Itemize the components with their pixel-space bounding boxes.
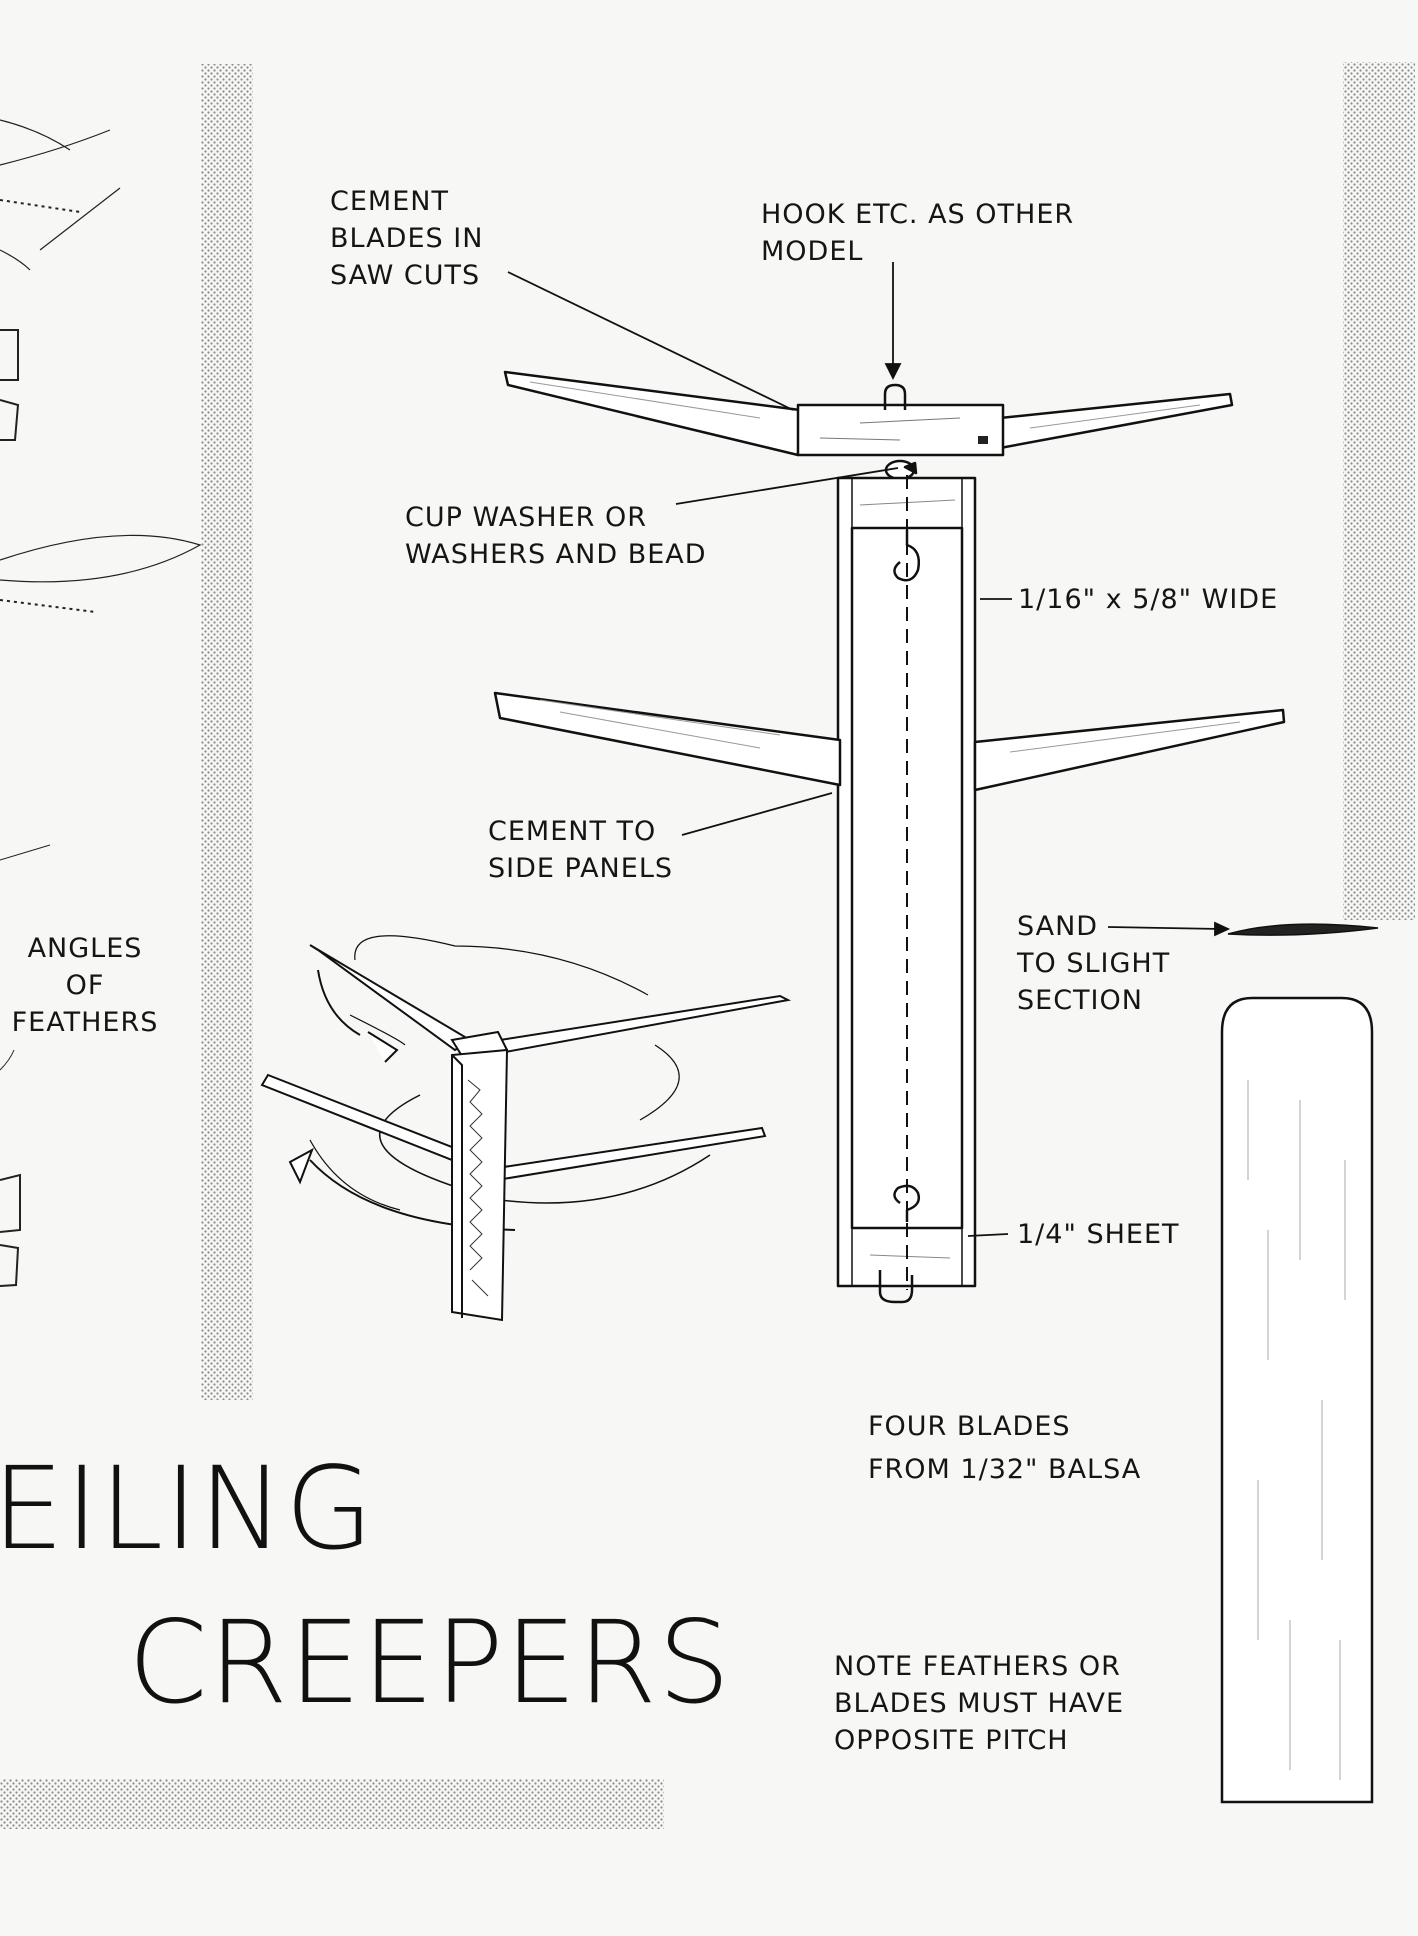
long-blade-grain (1247, 1080, 1346, 1780)
label-four-blades: FOUR BLADES FROM 1/32" BALSA (868, 1405, 1141, 1491)
label-cup-washer-line2: WASHERS AND BEAD (405, 539, 707, 570)
label-four-blades-line1: FOUR BLADES (868, 1411, 1071, 1442)
title-line1: EILING (0, 1442, 375, 1575)
label-cement-blades-line3: SAW CUTS (330, 260, 481, 291)
upper-blade-left (503, 370, 802, 457)
label-hook-line1: HOOK ETC. AS OTHER (761, 199, 1075, 230)
label-cement-blades-line2: BLADES IN (330, 223, 484, 254)
leader-sheet (967, 1233, 1009, 1237)
partial-left-drawing (0, 119, 202, 1287)
label-strip-size: 1/16" x 5/8" WIDE (1018, 581, 1278, 618)
dotted-border-left (201, 64, 253, 1400)
label-note: NOTE FEATHERS OR BLADES MUST HAVE OPPOSI… (834, 1648, 1124, 1759)
title-line2: CREEPERS (128, 1596, 732, 1729)
bottom-s-hook (893, 1184, 921, 1222)
label-hook: HOOK ETC. AS OTHER MODEL (761, 196, 1074, 270)
lower-blade-right (973, 708, 1286, 792)
label-sand: SAND TO SLIGHT SECTION (1017, 908, 1170, 1019)
label-hook-line2: MODEL (761, 236, 864, 267)
upper-blade-right (998, 392, 1234, 450)
label-sheet: 1/4" SHEET (1017, 1216, 1180, 1253)
lower-blade-left (493, 691, 842, 787)
label-angles-line3: FEATHERS (11, 1007, 159, 1038)
label-cement-blades: CEMENT BLADES IN SAW CUTS (330, 183, 483, 294)
leader-cup-washer (675, 467, 899, 505)
leader-lines (507, 262, 1231, 1237)
blade-section (1227, 923, 1379, 936)
feather-sketch (260, 935, 792, 1322)
label-angles-line2: OF (65, 970, 105, 1001)
rotor-assembly (493, 370, 1286, 1304)
label-cement-side: CEMENT TO SIDE PANELS (488, 813, 673, 887)
label-cement-side-line2: SIDE PANELS (488, 853, 673, 884)
label-angles: ANGLES OF FEATHERS (5, 930, 165, 1041)
label-cup-washer-line1: CUP WASHER OR (405, 502, 648, 533)
label-sand-line2: TO SLIGHT (1017, 948, 1171, 979)
dotted-border-bottom (0, 1779, 664, 1829)
dotted-border-right (1343, 62, 1415, 920)
leader-cement-side (681, 792, 833, 836)
label-cup-washer: CUP WASHER OR WASHERS AND BEAD (405, 499, 707, 573)
leader-cement-blades (507, 271, 794, 411)
long-blade (1220, 996, 1374, 1804)
label-cement-blades-line1: CEMENT (330, 186, 449, 217)
label-angles-line1: ANGLES (27, 933, 143, 964)
label-note-line3: OPPOSITE PITCH (834, 1725, 1069, 1756)
label-sheet-text: 1/4" SHEET (1017, 1219, 1180, 1250)
hub-block (796, 403, 1005, 457)
leader-sand (1107, 926, 1223, 930)
label-note-line2: BLADES MUST HAVE (834, 1688, 1125, 1719)
top-s-hook (893, 530, 921, 582)
label-sand-line1: SAND (1017, 911, 1099, 942)
label-four-blades-line2: FROM 1/32" BALSA (868, 1454, 1142, 1485)
label-cement-side-line1: CEMENT TO (488, 816, 657, 847)
label-strip-size-text: 1/16" x 5/8" WIDE (1018, 584, 1279, 615)
label-sand-line3: SECTION (1017, 985, 1143, 1016)
label-note-line1: NOTE FEATHERS OR (834, 1651, 1121, 1682)
